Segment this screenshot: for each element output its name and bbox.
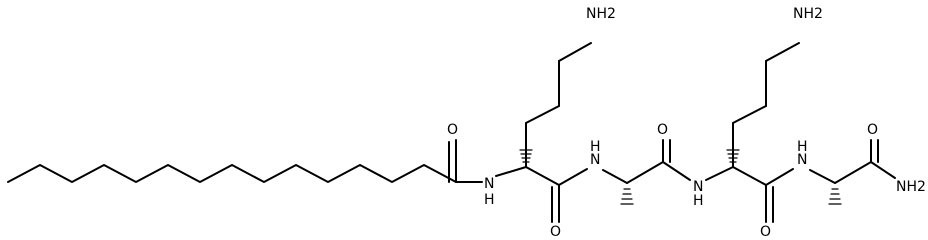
amide-oxygen-label: O bbox=[447, 122, 458, 138]
hashed-wedge-lys2 bbox=[726, 149, 740, 163]
carbonyl-oxygen-label-4: O bbox=[867, 122, 878, 138]
hashed-wedge-ala1 bbox=[620, 188, 634, 205]
carbonyl-oxygen-label-3: O bbox=[760, 224, 771, 238]
terminal-amine-label-2: NH2 bbox=[793, 6, 823, 22]
terminal-amine-label-1: NH2 bbox=[586, 6, 616, 22]
amide-hydrogen-label-2: H bbox=[590, 139, 601, 155]
amide-nitrogen-label-2: N bbox=[590, 152, 600, 168]
hashed-wedge-lys1 bbox=[519, 149, 533, 163]
bond-network bbox=[7, 42, 896, 223]
amide-nitrogen-label-3: N bbox=[693, 179, 703, 195]
stereo-bonds bbox=[519, 149, 842, 205]
amide-nitrogen-label-1: N bbox=[484, 176, 494, 192]
carbonyl-oxygen-label-1: O bbox=[550, 224, 561, 238]
atom-labels: O N H O N H O N H O N H O NH2 NH2 NH2 bbox=[447, 6, 926, 238]
amide-nitrogen-label-4: N bbox=[797, 152, 807, 168]
hashed-wedge-ala2 bbox=[828, 188, 842, 205]
terminal-amide-nh2-label: NH2 bbox=[896, 179, 926, 195]
amide-hydrogen-label-1: H bbox=[484, 192, 495, 208]
amide-hydrogen-label-3: H bbox=[693, 193, 704, 209]
carbonyl-oxygen-label-2: O bbox=[657, 122, 668, 138]
amide-hydrogen-label-4: H bbox=[797, 139, 808, 155]
